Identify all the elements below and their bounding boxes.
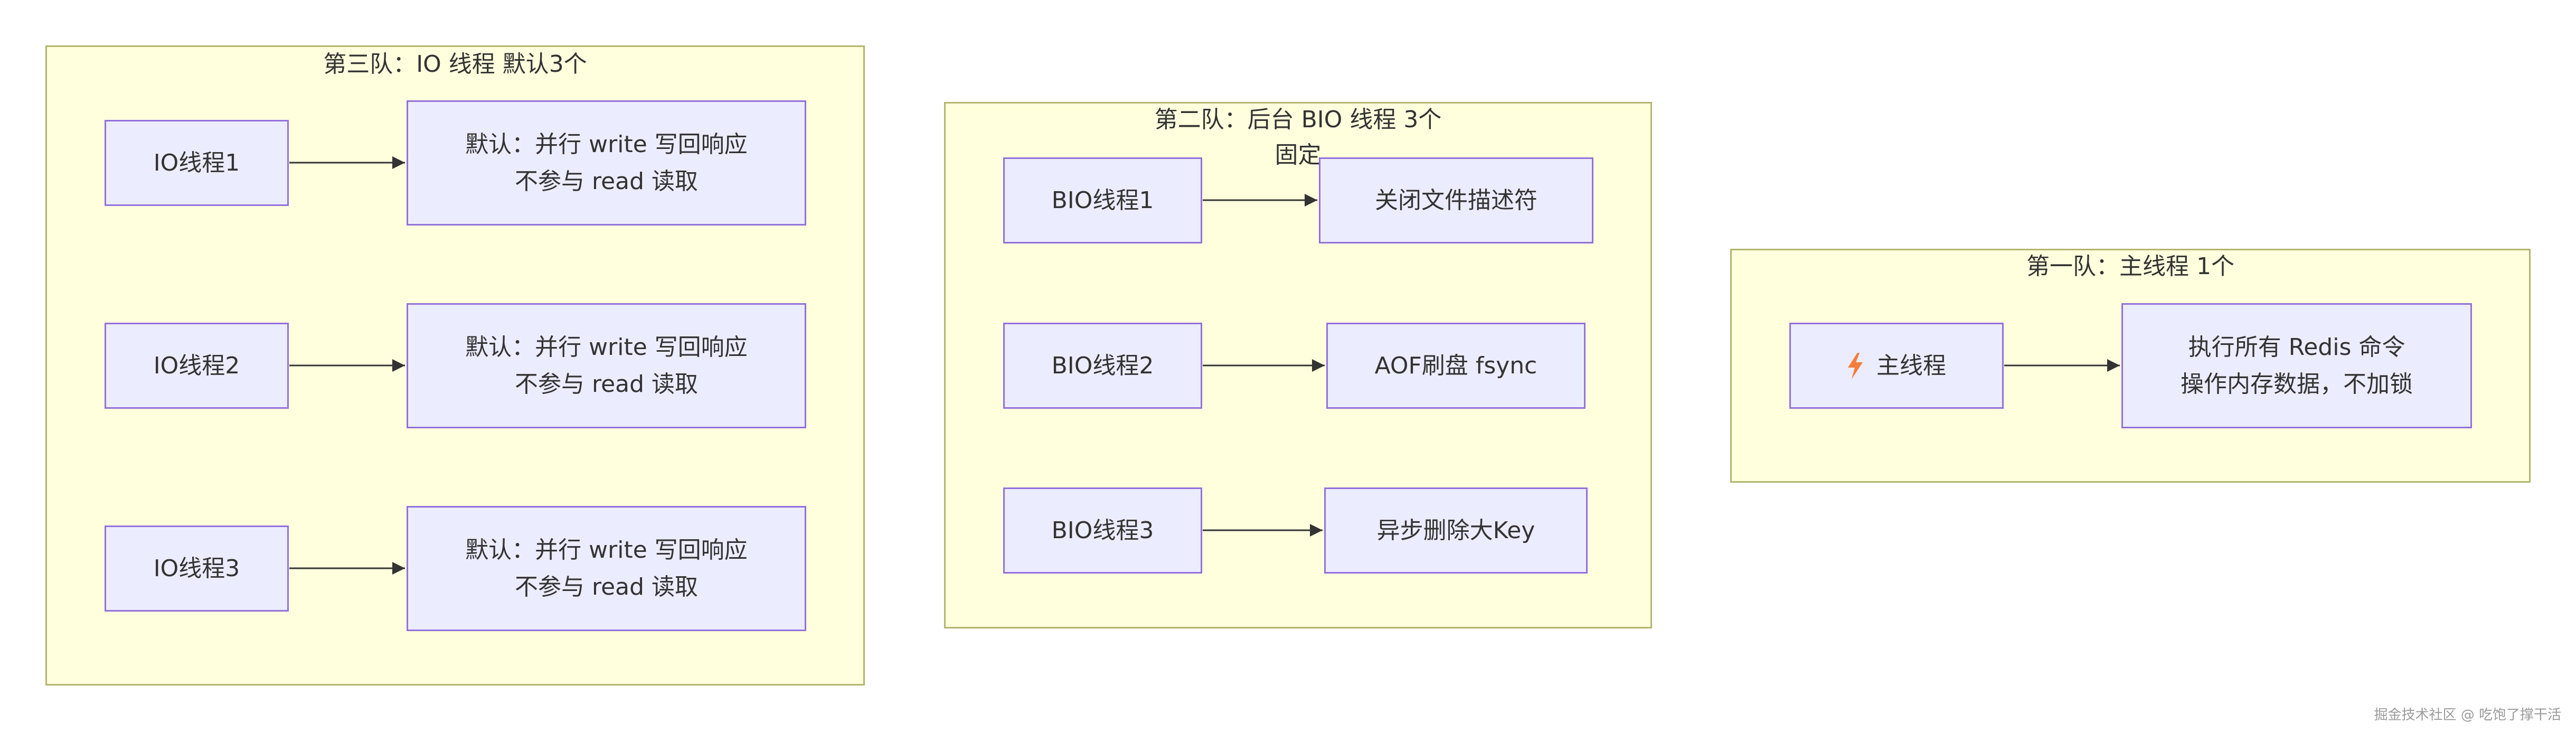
io-thread-1-task-line1: 默认：并行 write 写回响应: [465, 130, 748, 158]
main-thread-task-line1: 执行所有 Redis 命令: [2188, 333, 2405, 361]
main-thread-node[interactable]: 主线程: [1789, 323, 2004, 409]
group-bio-threads-subtitle: 固定: [1275, 142, 1322, 168]
io-thread-2-task-line1: 默认：并行 write 写回响应: [465, 333, 748, 361]
io-thread-2-node[interactable]: IO线程2: [105, 323, 289, 409]
bio-thread-3-node[interactable]: BIO线程3: [1003, 487, 1202, 574]
lightning-icon: [1847, 352, 1864, 379]
io-thread-2-task-node[interactable]: 默认：并行 write 写回响应 不参与 read 读取: [407, 303, 806, 428]
bio-thread-2-task-node[interactable]: AOF刷盘 fsync: [1326, 323, 1586, 409]
bio-thread-1-task-node[interactable]: 关闭文件描述符: [1319, 157, 1593, 243]
group-main-thread-title: 第一队：主线程 1个: [2026, 253, 2234, 280]
watermark: 掘金技术社区 @ 吃饱了撑干活: [2374, 707, 2561, 723]
group-io-threads-title: 第三队：IO 线程 默认3个: [323, 51, 587, 78]
io-thread-3-node[interactable]: IO线程3: [105, 525, 289, 612]
io-thread-1-task-line2: 不参与 read 读取: [514, 167, 699, 195]
io-thread-1-node[interactable]: IO线程1: [105, 120, 289, 206]
bio-thread-3-task-label: 异步删除大Key: [1376, 517, 1535, 544]
io-thread-1-label: IO线程1: [153, 149, 240, 176]
bio-thread-3-label: BIO线程3: [1051, 517, 1154, 544]
bio-thread-2-node[interactable]: BIO线程2: [1003, 323, 1202, 409]
io-thread-2-label: IO线程2: [153, 352, 240, 379]
bio-thread-2-task-label: AOF刷盘 fsync: [1374, 352, 1537, 379]
main-thread-task-node[interactable]: 执行所有 Redis 命令 操作内存数据，不加锁: [2121, 303, 2472, 428]
group-bio-threads-title: 第二队：后台 BIO 线程 3个: [1154, 106, 1442, 133]
bio-thread-1-task-label: 关闭文件描述符: [1375, 186, 1537, 214]
bio-thread-1-label: BIO线程1: [1051, 186, 1154, 214]
io-thread-1-task-node[interactable]: 默认：并行 write 写回响应 不参与 read 读取: [407, 100, 806, 226]
io-thread-3-task-line2: 不参与 read 读取: [514, 573, 699, 600]
io-thread-2-task-line2: 不参与 read 读取: [514, 370, 699, 398]
main-thread-label: 主线程: [1876, 352, 1946, 379]
bio-thread-1-node[interactable]: BIO线程1: [1003, 157, 1202, 243]
io-thread-3-task-node[interactable]: 默认：并行 write 写回响应 不参与 read 读取: [407, 506, 806, 631]
io-thread-3-label: IO线程3: [153, 555, 240, 582]
bio-thread-3-task-node[interactable]: 异步删除大Key: [1324, 487, 1588, 574]
main-thread-task-line2: 操作内存数据，不加锁: [2181, 370, 2413, 398]
bio-thread-2-label: BIO线程2: [1051, 352, 1154, 379]
io-thread-3-task-line1: 默认：并行 write 写回响应: [465, 536, 748, 564]
